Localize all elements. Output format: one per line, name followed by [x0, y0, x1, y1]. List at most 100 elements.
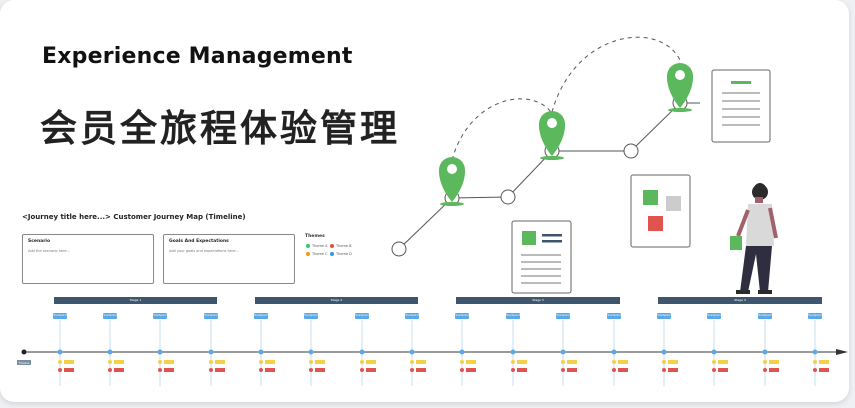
- touchpoint-box[interactable]: Touchpoint: [405, 313, 419, 319]
- touchpoint-box[interactable]: Touchpoint: [808, 313, 822, 319]
- note-card: [114, 360, 124, 364]
- touchpoint-box[interactable]: Touchpoint: [758, 313, 772, 319]
- touchpoint-box[interactable]: Touchpoint: [455, 313, 469, 319]
- theme-item: Theme C: [306, 252, 328, 256]
- note-card: [114, 368, 124, 372]
- note-card: [215, 360, 225, 364]
- touchpoint-box[interactable]: Touchpoint: [153, 313, 167, 319]
- theme-item: Theme B: [330, 244, 352, 248]
- note-card: [215, 368, 225, 372]
- theme-dot: [309, 368, 313, 372]
- path-node: [391, 241, 407, 257]
- shapes-card-icon: [630, 174, 691, 248]
- note-card: [366, 368, 376, 372]
- location-pin-icon: [538, 111, 566, 160]
- theme-dot: [410, 368, 414, 372]
- touchpoint-box[interactable]: Touchpoint: [304, 313, 318, 319]
- timeline: Timeline: [17, 320, 848, 386]
- theme-dot: [410, 360, 414, 364]
- touchpoint-box[interactable]: Touchpoint: [657, 313, 671, 319]
- theme-dot: [612, 368, 616, 372]
- note-card: [718, 360, 728, 364]
- journey-map-title: <Journey title here...> Customer Journey…: [22, 213, 246, 221]
- timeline-node: [57, 349, 63, 355]
- stage-bar[interactable]: Stage 4: [658, 297, 822, 304]
- note-card: [718, 368, 728, 372]
- timeline-label-box: [17, 360, 31, 365]
- timeline-node: [711, 349, 717, 355]
- scenario-title: Scenario: [28, 239, 51, 244]
- person-illustration: [730, 183, 778, 294]
- theme-dot: [511, 360, 515, 364]
- touchpoint-box[interactable]: Touchpoint: [556, 313, 570, 319]
- touchpoint-box[interactable]: Touchpoint: [204, 313, 218, 319]
- stage-bar[interactable]: Stage 3: [456, 297, 620, 304]
- theme-dot: [108, 368, 112, 372]
- goals-title: Goals And Expectations: [169, 239, 229, 244]
- theme-dot-icon: [330, 252, 334, 256]
- timeline-node: [308, 349, 314, 355]
- themes-title: Themes: [305, 234, 325, 239]
- note-card: [517, 368, 527, 372]
- timeline-node: [560, 349, 566, 355]
- timeline-node: [762, 349, 768, 355]
- theme-dot: [813, 368, 817, 372]
- touchpoint-box[interactable]: Touchpoint: [254, 313, 268, 319]
- note-card: [466, 368, 476, 372]
- timeline-start-dot: [21, 349, 27, 355]
- timeline-node: [611, 349, 617, 355]
- timeline-arrow-icon: [836, 349, 848, 355]
- timeline-node: [107, 349, 113, 355]
- goals-text: Add your goals and expectations here...: [169, 249, 239, 253]
- stage-bar[interactable]: Stage 2: [255, 297, 418, 304]
- note-card: [517, 360, 527, 364]
- path-node: [623, 143, 639, 159]
- theme-dot-icon: [330, 244, 334, 248]
- theme-dot: [561, 360, 565, 364]
- theme-item: Theme D: [330, 252, 352, 256]
- banner-card: Experience Management 会员全旅程体验管理: [0, 0, 849, 402]
- stage-bar[interactable]: Stage 1: [54, 297, 217, 304]
- timeline-node: [258, 349, 264, 355]
- theme-dot: [108, 360, 112, 364]
- theme-dot: [813, 360, 817, 364]
- note-card: [164, 360, 174, 364]
- goals-box[interactable]: Goals And Expectations Add your goals an…: [163, 234, 295, 284]
- touchpoint-box[interactable]: Touchpoint: [103, 313, 117, 319]
- theme-dot: [259, 368, 263, 372]
- timeline-node: [661, 349, 667, 355]
- timeline-node: [208, 349, 214, 355]
- note-card: [416, 360, 426, 364]
- path-node: [500, 189, 516, 205]
- touchpoint-box[interactable]: Touchpoint: [607, 313, 621, 319]
- theme-dot-icon: [306, 244, 310, 248]
- touchpoint-box[interactable]: Touchpoint: [53, 313, 67, 319]
- note-card: [466, 360, 476, 364]
- theme-dot: [259, 360, 263, 364]
- scenario-box[interactable]: Scenario Add the scenario here...: [22, 234, 154, 284]
- theme-dot: [561, 368, 565, 372]
- theme-item: Theme A: [306, 244, 328, 248]
- note-card: [64, 368, 74, 372]
- title-english: Experience Management: [42, 44, 353, 69]
- timeline-node: [157, 349, 163, 355]
- theme-dot: [612, 360, 616, 364]
- timeline-node: [459, 349, 465, 355]
- theme-dot: [360, 360, 364, 364]
- timeline-label: Timeline: [19, 361, 30, 365]
- note-card: [618, 360, 628, 364]
- note-card: [366, 360, 376, 364]
- theme-dot: [763, 360, 767, 364]
- theme-dot: [158, 368, 162, 372]
- note-card: [416, 368, 426, 372]
- theme-dot: [460, 368, 464, 372]
- note-card: [64, 360, 74, 364]
- theme-dot: [58, 368, 62, 372]
- journey-illustration: [391, 36, 778, 294]
- note-card: [668, 368, 678, 372]
- touchpoint-box[interactable]: Touchpoint: [506, 313, 520, 319]
- touchpoint-box[interactable]: Touchpoint: [355, 313, 369, 319]
- theme-dot-icon: [306, 252, 310, 256]
- touchpoint-box[interactable]: Touchpoint: [707, 313, 721, 319]
- theme-dot: [460, 360, 464, 364]
